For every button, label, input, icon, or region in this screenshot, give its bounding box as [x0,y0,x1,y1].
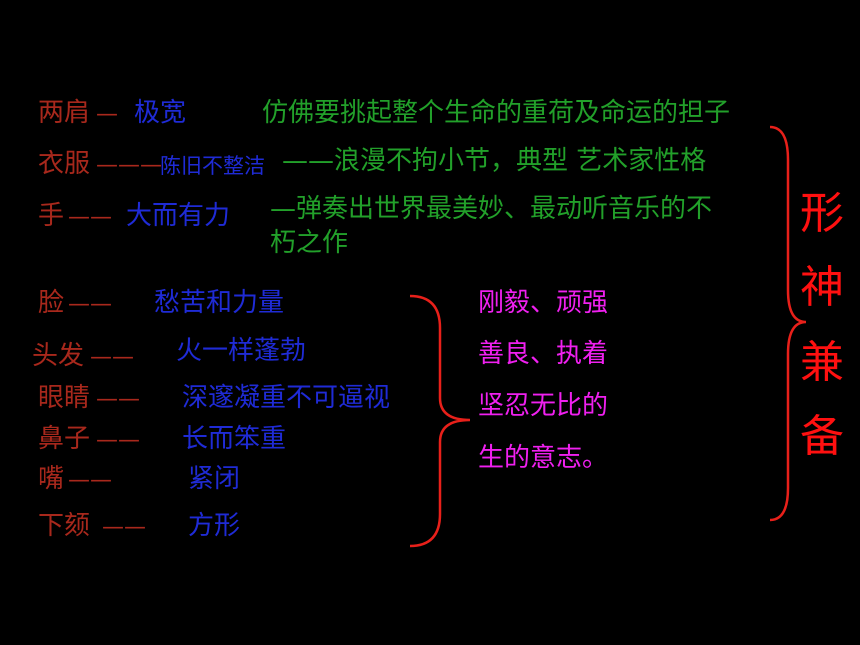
face-dash: —— [68,292,112,317]
face-dash: —— [68,468,112,493]
feature-desc: 大而有力 [126,201,231,231]
face-desc: 方形 [188,511,241,541]
face-desc: 紧闭 [188,464,241,494]
summary-brace [769,125,807,522]
face-label: 眼睛 [38,383,91,413]
feature-meaning: ——浪漫不拘小节，典型 艺术家性格 [282,146,707,176]
face-desc: 长而笨重 [182,424,287,454]
feature-dash: —— [68,205,112,230]
face-dash: —— [102,515,146,540]
feature-dash: — [96,102,118,127]
feature-meaning: 仿佛要挑起整个生命的重荷及命运的担子 [262,98,731,128]
face-label: 鼻子 [38,424,91,454]
quality-item: 善良、执着 [478,339,609,369]
face-desc: 火一样蓬勃 [176,336,307,366]
summary-char: 备 [800,411,844,462]
summary-char: 兼 [800,337,844,388]
quality-item: 刚毅、顽强 [478,288,609,318]
feature-desc: 陈旧不整洁 [160,154,265,178]
face-dash: —— [96,387,140,412]
feature-label: 衣服 [38,149,91,179]
face-desc: 深邃凝重不可逼视 [182,383,391,413]
feature-dash: ——— [96,153,162,178]
summary-char: 神 [800,262,844,313]
face-dash: —— [96,428,140,453]
feature-meaning-line2: 朽之作 [270,228,349,258]
quality-item: 生的意志。 [478,443,609,473]
quality-item: 坚忍无比的 [478,391,609,421]
face-label: 头发 [32,341,85,371]
face-label: 嘴 [38,464,65,494]
face-brace [409,294,471,548]
feature-meaning-line1: —弹奏出世界最美妙、最动听音乐的不 [270,194,713,224]
summary-char: 形 [800,188,844,239]
feature-label: 手 [38,201,65,231]
feature-desc: 极宽 [134,98,187,128]
feature-label: 两肩 [38,98,91,128]
face-label: 脸 [38,288,65,318]
face-label: 下颏 [38,511,91,541]
face-dash: —— [90,345,134,370]
face-desc: 愁苦和力量 [154,288,285,318]
